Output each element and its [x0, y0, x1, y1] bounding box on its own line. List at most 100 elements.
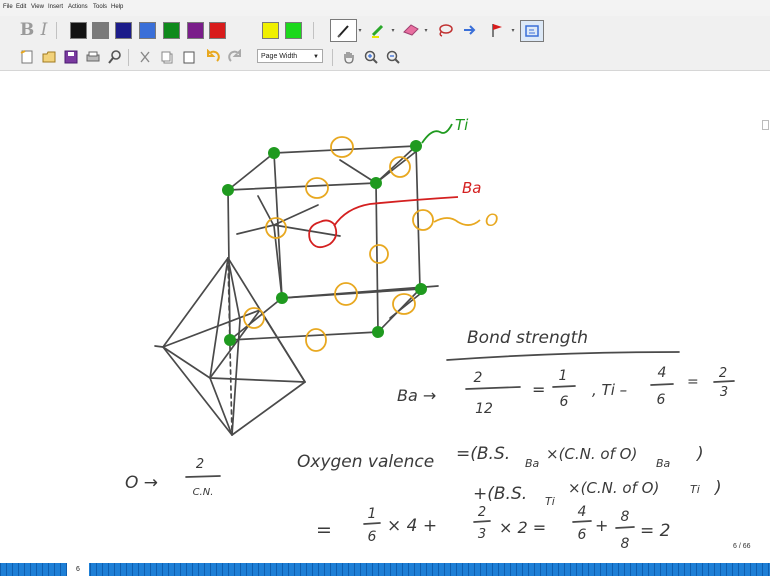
menu-actions[interactable]: Actions [68, 4, 88, 10]
titanium-atom [372, 326, 384, 338]
open-folder-icon[interactable] [40, 48, 58, 66]
o-fraction-numerator: 2 [196, 457, 204, 472]
toolbar-separator [128, 49, 129, 66]
chevron-down-icon[interactable]: ▾ [424, 26, 428, 34]
bold-icon[interactable]: B [19, 20, 35, 40]
oxygen-atom [243, 307, 265, 329]
titanium-atom [370, 177, 382, 189]
color-swatch-green[interactable] [163, 22, 180, 39]
titanium-atom [415, 283, 427, 295]
highlighter-icon[interactable] [368, 21, 388, 39]
color-swatch-lime[interactable] [285, 22, 302, 39]
menu-tools[interactable]: Tools [93, 4, 108, 10]
new-page-icon[interactable] [18, 48, 36, 66]
bond-strength-title: Bond strength [467, 328, 588, 348]
standard-toolbar: Page Width ▼ [0, 44, 770, 71]
titanium-label-arrow [421, 123, 453, 144]
color-swatch-blue[interactable] [139, 22, 156, 39]
color-swatch-black[interactable] [70, 22, 87, 39]
oxygen-valence-sub-ba: Ba [525, 457, 540, 470]
final-term1-numerator: 1 [368, 506, 377, 522]
menu-insert[interactable]: Insert [48, 4, 64, 10]
final-term2-numerator: 2 [478, 505, 486, 520]
menu-help[interactable]: Help [111, 4, 124, 10]
pan-hand-icon[interactable] [340, 48, 358, 66]
copy-icon[interactable] [158, 48, 176, 66]
two-thirds-denominator: 3 [720, 385, 728, 400]
paste-icon[interactable] [180, 48, 198, 66]
titanium-atoms [222, 123, 453, 346]
toolbar-separator [332, 49, 333, 66]
one-sixth-numerator: 1 [559, 368, 568, 384]
ti-fraction-denominator: 6 [657, 392, 666, 408]
menu-file[interactable]: File [3, 4, 13, 10]
final-term1-tail: × 4 + [387, 516, 437, 536]
page-indicator: 6 / 66 [733, 543, 751, 550]
zoom-in-icon[interactable] [362, 48, 380, 66]
save-icon[interactable] [62, 48, 80, 66]
print-icon[interactable] [84, 48, 102, 66]
oxygen-atom [389, 156, 411, 178]
scroll-marker[interactable] [762, 120, 769, 130]
titanium-atom [276, 292, 288, 304]
one-sixth-denominator: 6 [560, 394, 569, 410]
oxygen-label-arrow [433, 217, 481, 226]
color-swatch-navy[interactable] [115, 22, 132, 39]
oxygen-valence-sub-ba2: Ba [656, 457, 671, 470]
eraser-icon[interactable] [400, 21, 422, 39]
chevron-down-icon[interactable]: ▾ [358, 26, 362, 34]
oxygen-valence-sub-ti: Ti [545, 495, 555, 508]
menu-view[interactable]: View [31, 4, 44, 10]
flag-icon[interactable] [488, 21, 506, 39]
oxygen-atom [305, 328, 327, 352]
oxygen-valence-term2: +(B.S. [473, 484, 527, 504]
menu-bar: File Edit View Insert Actions Tools Help [0, 0, 770, 16]
zoom-out-icon[interactable] [384, 48, 402, 66]
lasso-icon[interactable] [434, 21, 456, 39]
formatting-toolbar: B I ▾ ▾ ▾ ▾ [0, 16, 770, 44]
undo-icon[interactable] [204, 48, 222, 66]
barium-atom [308, 196, 459, 249]
titanium-atom [222, 184, 234, 196]
color-swatch-red[interactable] [209, 22, 226, 39]
oxygen-atom [334, 282, 358, 306]
ti-prefix: , Ti – [592, 381, 627, 399]
two-thirds-numerator: 2 [719, 366, 727, 381]
final-term4-numerator: 8 [621, 509, 630, 525]
search-icon[interactable] [106, 48, 124, 66]
pen-tool-icon[interactable] [330, 19, 357, 42]
color-swatch-purple[interactable] [187, 22, 204, 39]
ba-fraction-numerator: 2 [474, 370, 483, 386]
oxygen-valence-close1: ) [695, 444, 704, 464]
redo-icon[interactable] [226, 48, 244, 66]
final-equals: = [316, 519, 332, 541]
oxygen-atom [330, 136, 354, 158]
ba-fraction-denominator: 12 [475, 401, 493, 417]
ba-prefix: Ba → [397, 386, 436, 405]
chevron-down-icon: ▼ [313, 54, 319, 60]
cut-icon[interactable] [136, 48, 154, 66]
page-navigator-bar[interactable]: 6 [0, 563, 770, 576]
handwritten-notes: Ti Ba O Bond strength Ba → 2 12 = 1 6 , … [125, 116, 735, 552]
oxygen-atom [392, 293, 416, 315]
select-tool-icon[interactable] [520, 20, 544, 42]
titanium-atom [410, 140, 422, 152]
ti-fraction-numerator: 4 [658, 365, 667, 381]
menu-edit[interactable]: Edit [16, 4, 27, 10]
chevron-down-icon[interactable]: ▾ [391, 26, 395, 34]
oxygen-valence-label: Oxygen valence [297, 452, 434, 472]
oxygen-atom [305, 177, 329, 199]
final-result: = 2 [640, 521, 670, 541]
equals-sign: = [532, 380, 545, 399]
color-swatch-gray[interactable] [92, 22, 109, 39]
zoom-select[interactable]: Page Width ▼ [257, 49, 323, 63]
italic-icon[interactable]: I [40, 20, 48, 40]
final-term4-denominator: 8 [621, 536, 630, 552]
titanium-label: Ti [455, 116, 469, 134]
titanium-atom [268, 147, 280, 159]
insert-space-icon[interactable] [460, 21, 480, 39]
note-canvas[interactable]: Ti Ba O Bond strength Ba → 2 12 = 1 6 , … [0, 71, 770, 563]
chevron-down-icon[interactable]: ▾ [511, 26, 515, 34]
color-swatch-yellow[interactable] [262, 22, 279, 39]
oxygen-valence-sub-ti2: Ti [690, 483, 700, 496]
